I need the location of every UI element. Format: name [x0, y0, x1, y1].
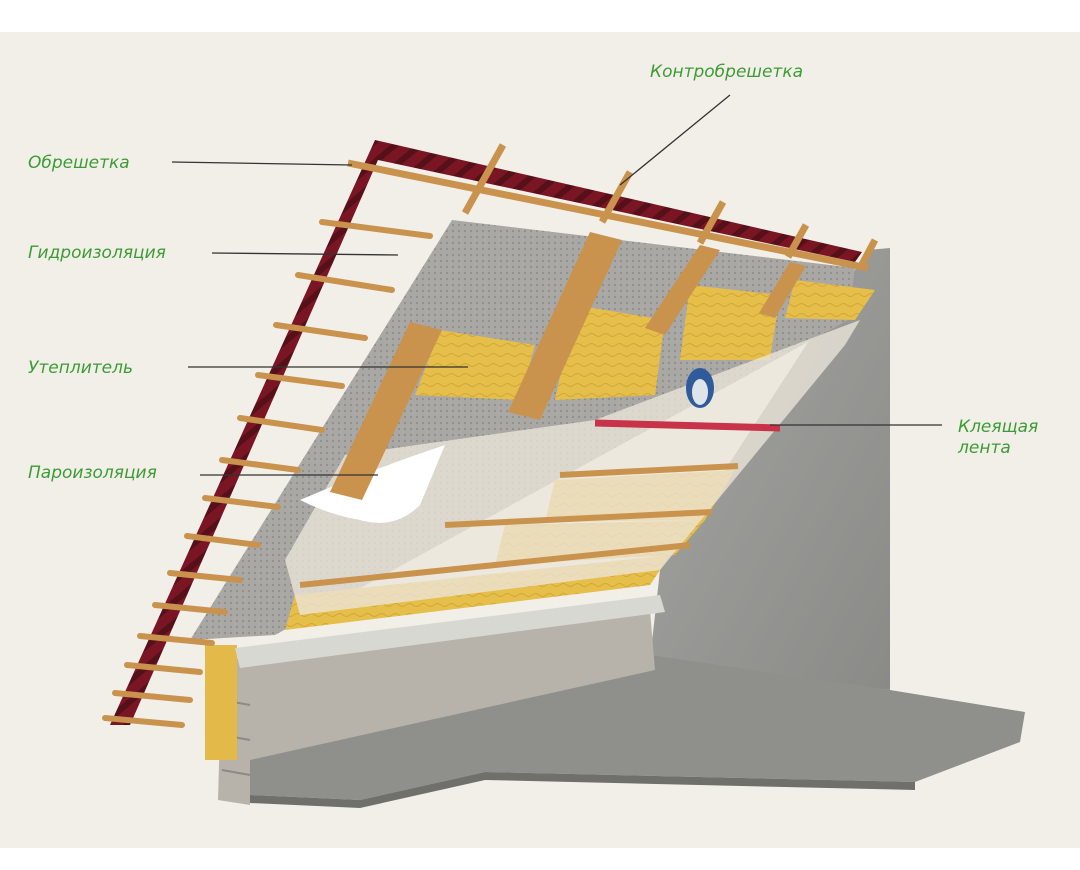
- floor-slab-edge: [250, 772, 915, 808]
- interior-batten: [444, 509, 713, 528]
- vapor-barrier-film: [285, 320, 860, 615]
- wall-plate: [205, 645, 237, 760]
- rafter: [645, 245, 720, 335]
- rafter: [508, 232, 622, 420]
- top-batten: [347, 159, 869, 272]
- leader-line-waterproofing: [211, 252, 399, 256]
- label-battens: Обрешетка: [28, 153, 130, 173]
- insulation-slab: [555, 305, 665, 400]
- label-insulation: Утеплитель: [28, 358, 133, 378]
- rafter: [759, 262, 806, 318]
- insulation-slab: [785, 280, 875, 320]
- label-waterproofing: Гидроизоляция: [28, 243, 166, 263]
- eave-flashing: [235, 595, 665, 668]
- masonry-wall: [218, 610, 655, 805]
- leader-line-battens: [171, 161, 353, 166]
- leader-line-counter-batten: [619, 94, 731, 186]
- label-adhesive-tape-line1: Клеящая: [958, 417, 1039, 437]
- roof-battens: [102, 219, 433, 728]
- counter-batten: [461, 143, 507, 215]
- vapor-barrier-fold: [300, 445, 445, 523]
- floor-slab: [250, 655, 1025, 800]
- adhesive-tape: [594, 419, 781, 432]
- interior-batten: [299, 542, 691, 588]
- insulation-slab: [680, 285, 780, 360]
- interior-batten: [559, 463, 739, 478]
- label-vapor-barrier: Пароизоляция: [28, 463, 157, 483]
- label-adhesive-tape-line2: лента: [958, 438, 1011, 458]
- label-counter-batten: Контробрешетка: [650, 62, 804, 82]
- insulation-slab: [415, 330, 535, 400]
